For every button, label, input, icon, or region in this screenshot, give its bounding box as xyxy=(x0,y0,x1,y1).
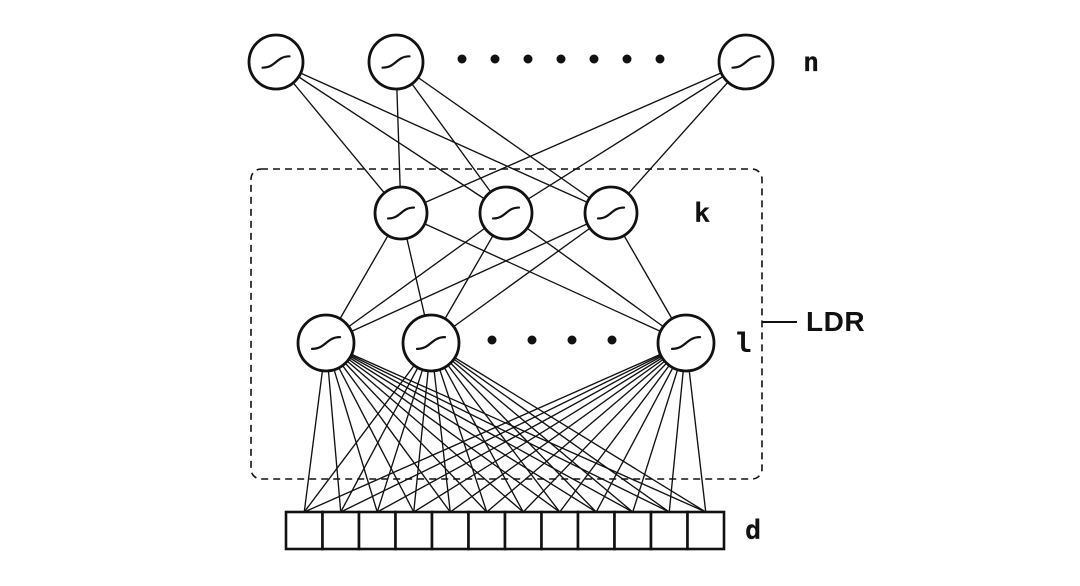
edge-lower-to-input xyxy=(340,342,432,513)
top-layer-count-label: n xyxy=(803,47,820,78)
edge-lower-to-input xyxy=(449,342,687,513)
edge-top-to-hidden xyxy=(275,61,507,214)
top-ellipsis-dot xyxy=(556,54,566,64)
edge-lower-to-input xyxy=(340,342,687,513)
edge-top-to-hidden xyxy=(610,61,747,214)
sigmoid-icon xyxy=(261,55,291,69)
edge-hidden-to-lower xyxy=(505,212,687,344)
top-ellipsis-dot xyxy=(655,54,665,64)
input-dimension-label: d xyxy=(745,515,762,546)
input-cell xyxy=(394,510,434,551)
input-cell xyxy=(613,510,653,551)
input-cell xyxy=(686,510,726,551)
lower-ellipsis-dot xyxy=(487,335,497,345)
input-cell xyxy=(540,510,580,551)
input-cell xyxy=(649,510,689,551)
edge-top-to-hidden xyxy=(275,61,402,214)
input-cell xyxy=(284,510,324,551)
edge-lower-to-input xyxy=(303,342,687,513)
sigmoid-icon xyxy=(596,206,626,220)
input-cell xyxy=(321,510,361,551)
edge-lower-to-input xyxy=(325,342,488,513)
edge-top-to-hidden xyxy=(395,61,612,214)
edge-top-to-hidden xyxy=(395,61,507,214)
top-ellipsis-dot xyxy=(523,54,533,64)
edge-lower-to-input xyxy=(430,342,524,513)
sigmoid-icon xyxy=(310,336,342,350)
edge-lower-to-input xyxy=(632,342,687,513)
edge-lower-to-input xyxy=(376,342,687,513)
top-ellipsis-dot xyxy=(457,54,467,64)
lower-ellipsis-dot xyxy=(567,335,577,345)
edge-lower-to-input xyxy=(325,342,707,513)
sigmoid-icon xyxy=(731,55,761,69)
edge-hidden-to-lower xyxy=(325,212,507,344)
input-cell xyxy=(467,510,507,551)
edge-lower-to-input xyxy=(413,342,687,513)
sigmoid-icon xyxy=(381,55,411,69)
sigmoid-icon xyxy=(415,336,447,350)
top-ellipsis-dot xyxy=(622,54,632,64)
sigmoid-icon xyxy=(670,336,702,350)
lower-ellipsis-dot xyxy=(527,335,537,345)
edge-hidden-to-lower xyxy=(325,212,612,344)
ldr-dashed-boundary xyxy=(250,168,763,480)
edge-hidden-to-lower xyxy=(400,212,687,344)
edge-lower-to-input xyxy=(522,342,687,513)
edge-top-to-hidden xyxy=(505,61,747,214)
sigmoid-icon xyxy=(386,206,416,220)
hidden-layer-count-label: k xyxy=(694,198,711,229)
edge-lower-to-input xyxy=(325,342,670,513)
input-cell xyxy=(430,510,470,551)
edge-top-to-hidden xyxy=(275,61,612,214)
edge-lower-to-input xyxy=(486,342,687,513)
input-cell xyxy=(576,510,616,551)
bottleneck-layer-count-label: l xyxy=(736,328,753,359)
lower-ellipsis-dot xyxy=(607,335,617,345)
edge-lower-to-input xyxy=(303,342,432,513)
edge-lower-to-input xyxy=(376,342,432,513)
edge-hidden-to-lower xyxy=(430,212,612,344)
edge-lower-to-input xyxy=(430,342,488,513)
edge-lower-to-input xyxy=(595,342,687,513)
top-ellipsis-dot xyxy=(589,54,599,64)
sigmoid-icon xyxy=(491,206,521,220)
input-cell xyxy=(357,510,397,551)
top-ellipsis-dot xyxy=(490,54,500,64)
edge-lower-to-input xyxy=(559,342,687,513)
input-cell xyxy=(503,510,543,551)
ldr-box-label: LDR xyxy=(806,306,866,337)
edge-top-to-hidden xyxy=(400,61,747,214)
